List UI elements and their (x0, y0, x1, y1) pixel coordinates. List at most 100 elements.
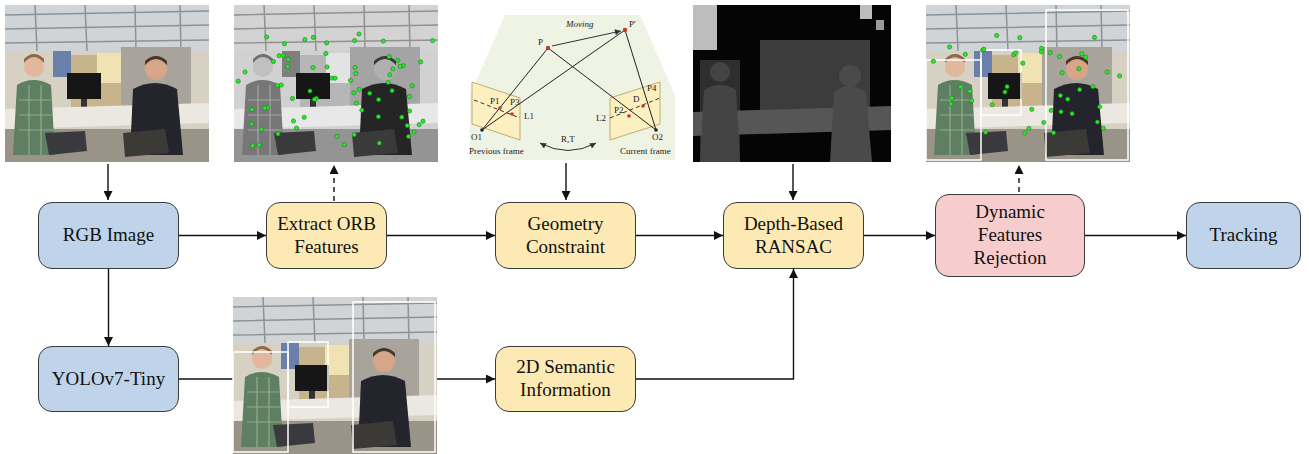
illustration-part (333, 165, 334, 201)
illustration-part (311, 35, 315, 39)
figure-label: O1 (471, 133, 482, 142)
illustration-part (291, 119, 295, 123)
illustration-part (260, 127, 264, 131)
illustration-part (324, 51, 328, 55)
illustration-part (1027, 126, 1031, 130)
box-label: Depth-Based RANSAC (724, 213, 863, 259)
illustration-part (830, 86, 872, 162)
process-box: Geometry Constraint (495, 202, 636, 269)
illustration-part (407, 94, 411, 98)
illustration-part (565, 163, 566, 200)
box-label: Extract ORB Features (267, 213, 386, 259)
illustration-part (948, 45, 952, 49)
illustration-part (1030, 107, 1034, 111)
illustration-part (5, 5, 209, 162)
illustration-part (546, 46, 550, 50)
illustration-part (990, 103, 994, 107)
illustration-part (311, 65, 315, 69)
illustration-part (995, 33, 999, 37)
illustration-part (1098, 105, 1102, 109)
illustration-part (353, 39, 357, 43)
illustration-part (388, 73, 392, 77)
illustration-part (627, 114, 631, 118)
illustration-part (353, 302, 435, 452)
illustration-part (421, 119, 425, 123)
illustration-part (710, 62, 730, 82)
illustration-part (406, 134, 410, 138)
illustration-part (271, 59, 275, 63)
process-box: Extract ORB Features (266, 202, 387, 269)
illustration-part (1101, 126, 1105, 130)
illustration-part (294, 126, 298, 130)
illustration-part (352, 91, 356, 95)
figure-label: P2 (614, 106, 624, 115)
illustration-part (984, 130, 988, 134)
illustration-part (1014, 51, 1018, 55)
illustration-part (408, 109, 412, 113)
detector-box: YOLOv7-Tiny (38, 346, 179, 412)
box-label: Tracking (1204, 224, 1284, 247)
illustration-part (1080, 52, 1084, 56)
illustration-part (353, 65, 357, 69)
illustration-part (342, 143, 346, 147)
illustration-part (234, 5, 438, 162)
figure-label: D (633, 95, 640, 104)
illustration-part (958, 85, 962, 89)
illustration-part (412, 130, 416, 134)
illustration-part (360, 108, 364, 112)
illustration-part (312, 97, 316, 101)
rgb-photo (5, 5, 209, 162)
illustration-part (257, 143, 261, 147)
feature-points (236, 32, 435, 148)
flow-arrow (636, 269, 794, 379)
illustration-part (281, 53, 285, 57)
illustration-part (303, 37, 307, 41)
illustration-part (243, 70, 247, 74)
box-label: YOLOv7-Tiny (46, 368, 171, 391)
illustration-part (1039, 50, 1043, 54)
illustration-part (376, 115, 380, 119)
illustration-part (286, 65, 290, 69)
illustration-part (1018, 36, 1022, 40)
illustration-part (1049, 108, 1053, 112)
illustration-part (498, 106, 502, 110)
illustration-part (431, 39, 435, 43)
illustration-part (302, 115, 306, 119)
illustration-part (391, 67, 395, 71)
illustration-part (107, 164, 108, 200)
illustration-part (263, 106, 267, 110)
illustration-part (1023, 131, 1027, 135)
illustration-part (386, 80, 390, 84)
illustration-part (1057, 55, 1061, 59)
figure-label: P' (629, 20, 636, 29)
illustration-part (288, 342, 328, 407)
illustration-part (325, 65, 329, 69)
illustration-part (792, 164, 793, 200)
illustration-part (368, 91, 372, 95)
illustration-part (276, 132, 280, 136)
illustration-part (1042, 120, 1046, 124)
flow-arrow (1085, 235, 1186, 236)
illustration-part (963, 52, 967, 56)
illustration-part (390, 89, 394, 93)
figure-label: P4 (647, 84, 657, 93)
illustration-part (1118, 74, 1122, 78)
illustration-part (610, 82, 660, 140)
illustration-part (931, 59, 935, 63)
illustration-part (419, 60, 423, 64)
illustration-part (405, 124, 409, 128)
illustration-part (700, 85, 740, 162)
illustration-part (354, 101, 358, 105)
illustration-part (377, 141, 381, 145)
illustration-part (949, 102, 953, 106)
illustration-part (1066, 97, 1070, 101)
illustration-part (926, 5, 1130, 162)
illustration-part (279, 83, 283, 87)
process-box: 2D Semantic Information (495, 346, 636, 412)
illustration-part (381, 39, 385, 43)
figure-label: P3 (510, 98, 520, 107)
illustration-part (1059, 110, 1063, 114)
illustration-part (1084, 55, 1088, 59)
illustration-part (234, 5, 438, 162)
